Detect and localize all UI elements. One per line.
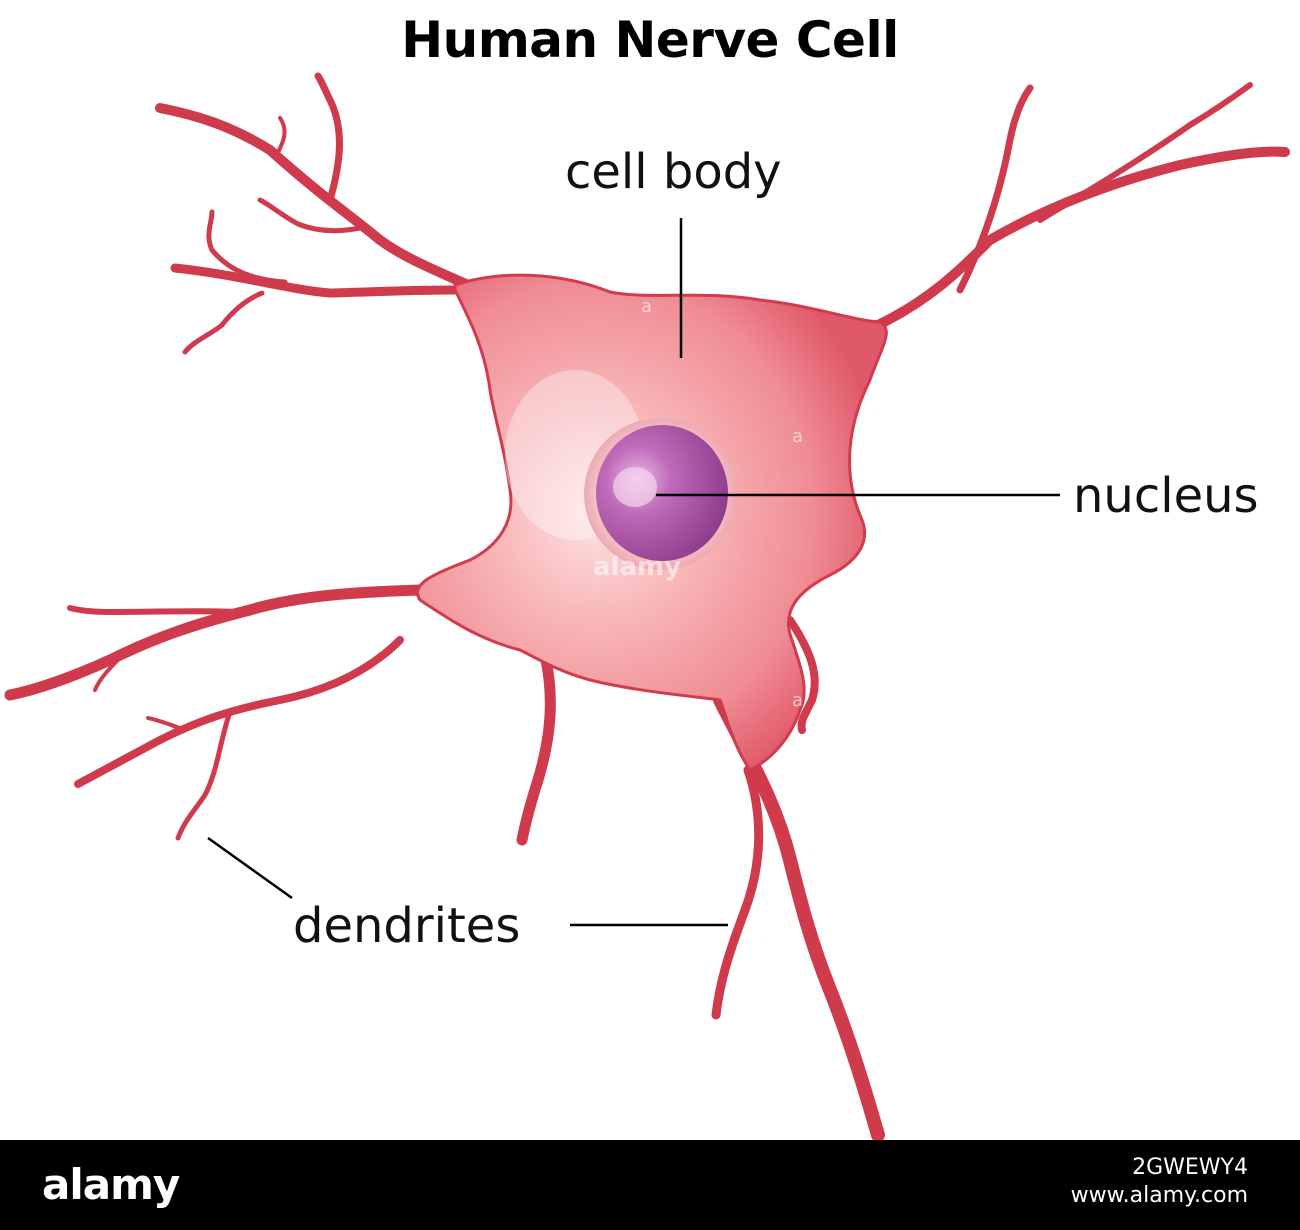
label-nucleus: nucleus (1073, 468, 1259, 524)
leader-lines (207, 218, 1060, 927)
dendrite-right-lower (786, 616, 819, 734)
dendrite-upper-left-branch2 (257, 197, 363, 234)
dendrite-upper-left-twig (273, 116, 287, 160)
dendrite-bottom-branch (711, 765, 764, 1020)
dendrite-branches (4, 72, 1290, 1140)
dendrite-lower-left-branch3 (175, 709, 233, 841)
footer-image-info: 2GWEWY4 www.alamy.com (1071, 1154, 1248, 1210)
dendrite-lower-left-twig2 (146, 716, 182, 730)
dendrite-lower-left-twig (93, 656, 122, 692)
footer-brand-logo: alamy (42, 1160, 180, 1209)
watermark-mark: a (792, 426, 804, 447)
dendrite-lower-left-main (4, 584, 426, 701)
dendrite-upper-right-branch (956, 84, 1034, 294)
dendrite-lower-middle (516, 649, 556, 846)
dendrite-bottom-twig (803, 912, 821, 963)
diagram-title: Human Nerve Cell (401, 11, 899, 69)
label-dendrites: dendrites (293, 898, 521, 954)
dendrite-upper-right-branch2 (1037, 82, 1253, 223)
dendrite-upper-right-main (873, 146, 1290, 330)
nerve-cell-diagram (4, 72, 1290, 1140)
nucleus-highlight (613, 467, 657, 507)
dendrite-lower-left-branch2 (74, 636, 404, 788)
dendrite-left-twig (182, 290, 265, 355)
footer-bar: alamy 2GWEWY4 www.alamy.com (0, 1140, 1300, 1230)
nucleus-shape (596, 425, 728, 561)
watermark-center: alamy (593, 552, 682, 582)
watermark-mark: a (792, 690, 804, 711)
footer-site-link[interactable]: www.alamy.com (1070, 1183, 1248, 1208)
dendrite-upper-left-branch (314, 72, 343, 204)
watermark-mark: a (641, 296, 653, 317)
label-cell-body: cell body (565, 144, 782, 200)
dendrite-left-branch (206, 209, 288, 285)
dendrite-upper-left-main (155, 103, 473, 290)
dendrite-lower-left-branch (67, 605, 243, 615)
dendrites-leader-left (207, 836, 293, 900)
dendrite-left-main (170, 263, 460, 298)
footer-image-id: 2GWEWY4 (1132, 1155, 1248, 1180)
